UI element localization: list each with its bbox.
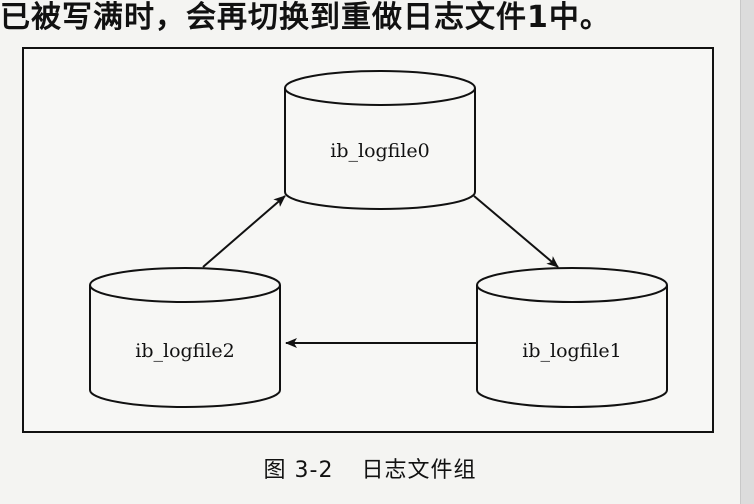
label-logfile0: ib_logfile0: [330, 140, 430, 162]
page-edge: [740, 0, 754, 504]
caption-title: 日志文件组: [361, 458, 477, 483]
cylinder-logfile2: ib_logfile2: [89, 267, 281, 408]
label-logfile1: ib_logfile1: [522, 340, 622, 362]
arrow-logfile0-to-logfile1: [473, 195, 559, 268]
label-logfile2: ib_logfile2: [135, 340, 235, 362]
arrow-logfile2-to-logfile0: [202, 195, 286, 268]
cylinder-logfile0: ib_logfile0: [284, 70, 476, 210]
partial-text-line: 已被写满时，会再切换到重做日志文件1中。: [0, 0, 611, 32]
cylinder-logfile1: ib_logfile1: [476, 267, 668, 408]
caption-number: 图 3-2: [263, 458, 334, 483]
figure-caption: 图 3-2 日志文件组: [0, 452, 740, 484]
